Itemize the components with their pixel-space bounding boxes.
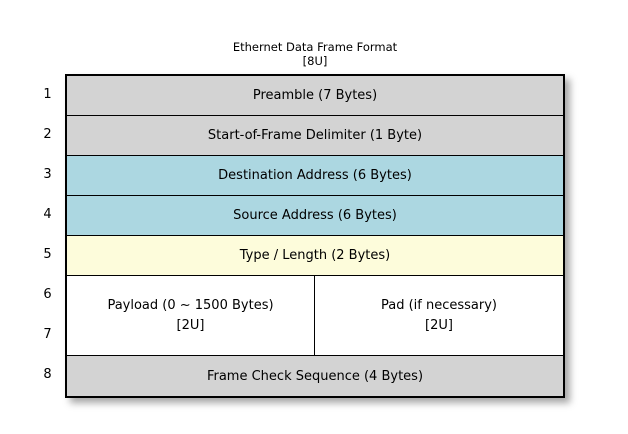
field-destination-address: Destination Address (6 Bytes): [67, 156, 563, 196]
field-frame-check-sequence: Frame Check Sequence (4 Bytes): [67, 356, 563, 396]
diagram-title: Ethernet Data Frame Format: [232, 40, 398, 54]
field-source-address: Source Address (6 Bytes): [67, 196, 563, 236]
field-type-length-label: Type / Length (2 Bytes): [239, 248, 391, 263]
row-number-3: 3: [43, 166, 52, 182]
frame-layout: 1 2 3 4 5 6 7 8 Preamble (7 Bytes) Start…: [30, 74, 565, 398]
field-start-of-frame-delimiter: Start-of-Frame Delimiter (1 Byte): [67, 116, 563, 156]
field-payload-label: Payload (0 ~ 1500 Bytes): [107, 297, 274, 313]
field-sfd-label: Start-of-Frame Delimiter (1 Byte): [207, 128, 423, 143]
row-number-1: 1: [43, 86, 52, 102]
field-type-length: Type / Length (2 Bytes): [67, 236, 563, 276]
row-number-6: 6: [43, 286, 52, 302]
field-pad-label: Pad (if necessary): [380, 297, 497, 313]
field-preamble: Preamble (7 Bytes): [67, 76, 563, 116]
field-fcs-label: Frame Check Sequence (4 Bytes): [206, 368, 424, 384]
frame-format-table: Preamble (7 Bytes) Start-of-Frame Delimi…: [65, 74, 565, 398]
row-number-2: 2: [43, 126, 52, 142]
row-number-4: 4: [43, 206, 52, 222]
diagram-title-units: [8U]: [302, 54, 328, 68]
field-pad-units: [2U]: [425, 317, 453, 333]
row-number-5: 5: [43, 246, 52, 262]
field-payload-units: [2U]: [176, 317, 205, 333]
row-number-7: 7: [43, 326, 52, 342]
field-destination-label: Destination Address (6 Bytes): [218, 168, 412, 183]
field-source-label: Source Address (6 Bytes): [233, 208, 397, 223]
field-pad: Pad (if necessary) [2U]: [315, 276, 563, 355]
diagram-title-block: Ethernet Data Frame Format [8U]: [65, 40, 565, 68]
field-preamble-label: Preamble (7 Bytes): [252, 88, 378, 103]
field-payload: Payload (0 ~ 1500 Bytes) [2U]: [67, 276, 315, 355]
field-payload-pad-row: Payload (0 ~ 1500 Bytes) [2U] Pad (if ne…: [67, 276, 563, 356]
row-number-8: 8: [43, 366, 52, 382]
row-number-column: 1 2 3 4 5 6 7 8: [30, 74, 65, 394]
